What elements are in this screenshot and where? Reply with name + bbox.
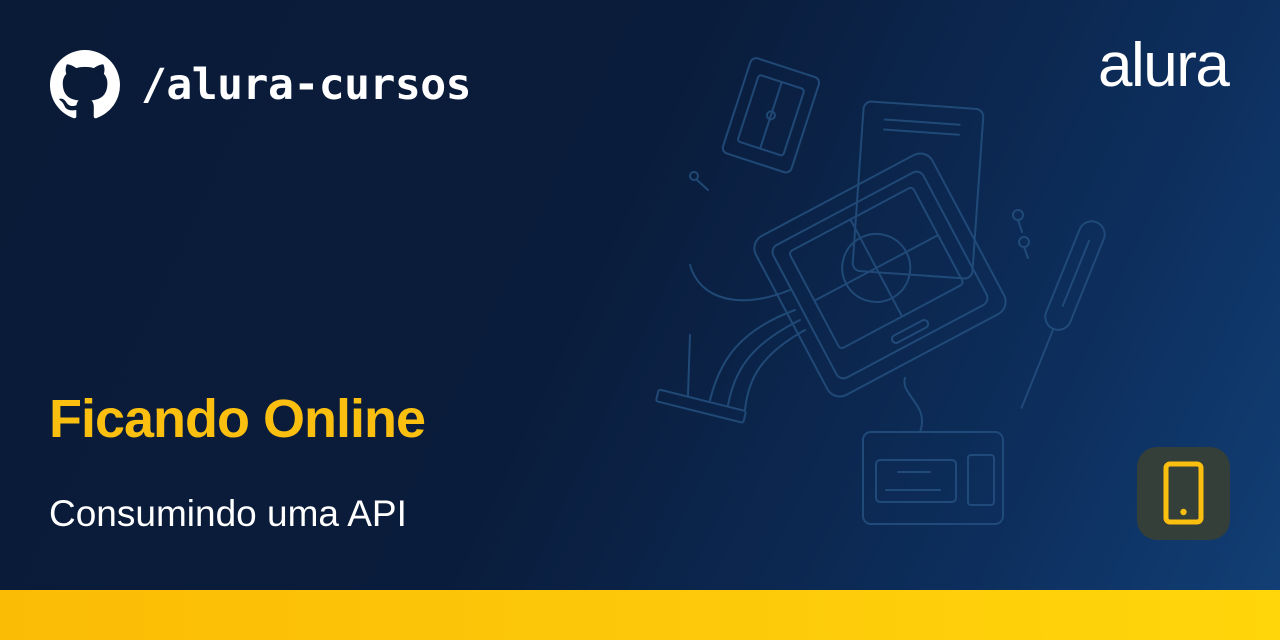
alura-logo: alura <box>1098 31 1230 100</box>
repository-path: /alura-cursos <box>141 60 472 110</box>
course-title: Ficando Online <box>49 389 426 449</box>
github-icon <box>50 50 120 119</box>
hardware-illustration <box>655 57 1106 525</box>
mobile-phone-icon <box>1163 461 1204 525</box>
bottom-accent-bar <box>0 590 1280 640</box>
category-badge <box>1137 447 1230 540</box>
course-subtitle: Consumindo uma API <box>49 493 407 534</box>
